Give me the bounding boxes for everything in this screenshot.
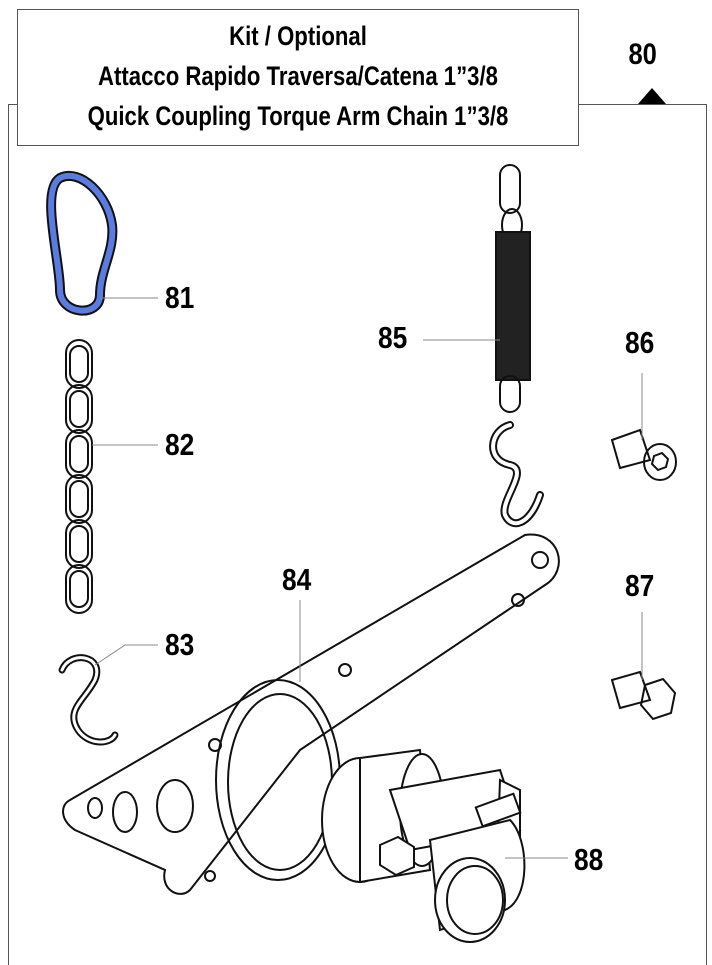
part-label-82: 82 (165, 427, 195, 462)
part-85-s-hook[interactable] (489, 421, 544, 528)
part-88-coupling[interactable] (321, 748, 526, 943)
part-83-s-hook[interactable] (58, 654, 119, 746)
part-label-87: 87 (625, 568, 655, 603)
triangle-marker-icon (638, 88, 666, 104)
part-85-spring[interactable] (495, 164, 531, 413)
part-81-ring[interactable] (46, 171, 118, 316)
kit-reference-number: 80 (628, 38, 657, 71)
part-label-84: 84 (282, 562, 312, 597)
part-label-86: 86 (625, 325, 655, 360)
title-box: Kit / Optional Attacco Rapido Traversa/C… (17, 9, 579, 146)
part-86-socket-screw[interactable] (610, 428, 677, 481)
title-italian: Attacco Rapido Traversa/Catena 1”3/8 (98, 61, 498, 91)
part-87-hex-bolt[interactable] (610, 670, 677, 721)
part-label-85: 85 (378, 320, 408, 355)
title-english: Quick Coupling Torque Arm Chain 1”3/8 (87, 101, 509, 131)
leader-lines (92, 297, 643, 859)
part-label-88: 88 (574, 842, 604, 877)
part-82-chain[interactable] (65, 339, 93, 614)
part-label-81: 81 (165, 280, 195, 315)
title-kit: Kit / Optional (229, 21, 367, 51)
part-label-83: 83 (165, 627, 195, 662)
